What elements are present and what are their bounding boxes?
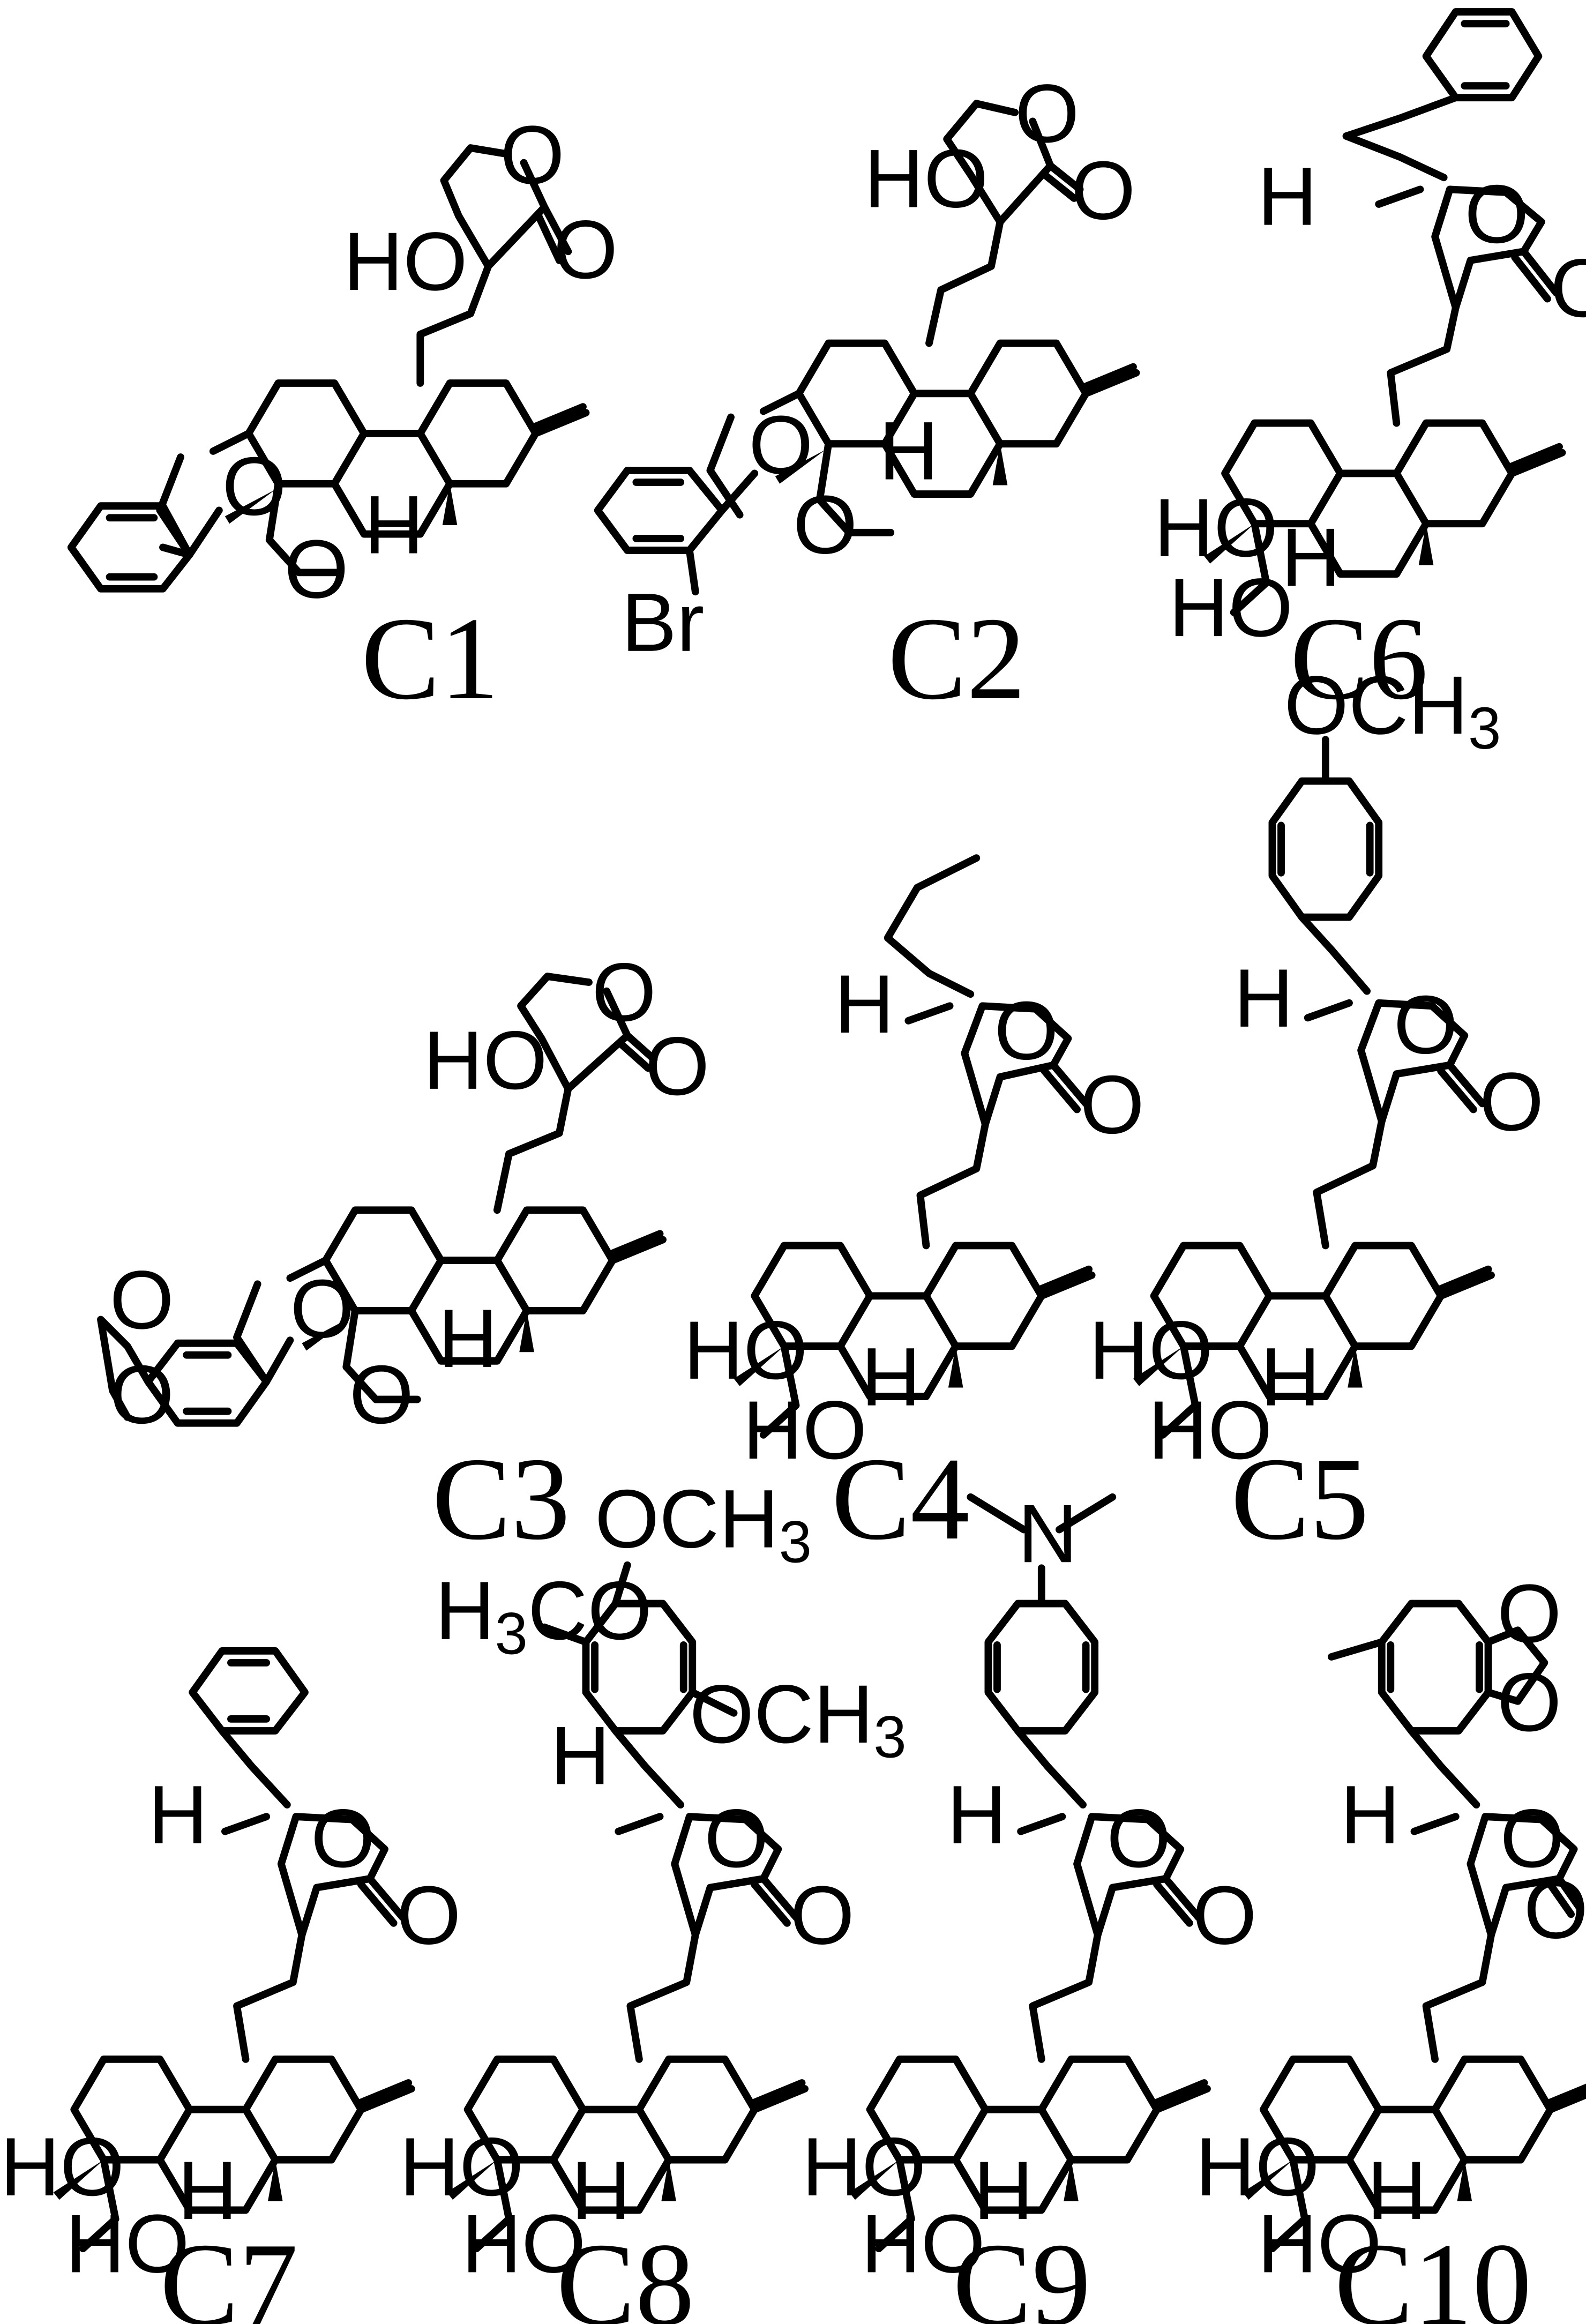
c9-hydroxymethyl: HO <box>861 2197 985 2290</box>
c4-lactone-oxygen: O <box>994 984 1058 1077</box>
compound-c1: HO O O O O H C1 <box>67 108 618 724</box>
c8-hydroxyl: HO <box>400 2120 524 2213</box>
c8-methoxy-left: H3CO <box>435 1564 652 1667</box>
c5-carbonyl-oxygen: O <box>1479 1055 1544 1148</box>
c1-acetal-oxygen-1: O <box>222 440 286 533</box>
c6-lactone-oxygen: O <box>1464 168 1529 260</box>
c8-lactone-oxygen: O <box>704 1792 768 1885</box>
c3-hydroxyl: HO <box>423 1014 548 1107</box>
c8-methoxy-top: OCH3 <box>595 1473 812 1575</box>
c10-dioxole-oxygen-1: O <box>1497 1567 1561 1660</box>
c2-bromine: Br <box>622 576 705 669</box>
c3-stereo-hydrogen: H <box>438 1292 498 1385</box>
c6-hydroxyl: HO <box>1154 481 1278 574</box>
c2-hydroxyl: HO <box>864 132 989 225</box>
c7-hydroxyl: HO <box>0 2120 124 2213</box>
compound-c9: H O O HO HO H N C9 <box>802 1487 1257 2324</box>
c3-caption: C3 <box>432 1433 570 1564</box>
c10-caption: C10 <box>1334 2218 1531 2324</box>
c9-caption: C9 <box>953 2218 1091 2324</box>
c5-vinyl-hydrogen: H <box>1234 952 1294 1044</box>
c2-carbonyl-oxygen: O <box>1071 144 1135 237</box>
c5-methoxy: OCH3 <box>1284 659 1501 761</box>
c9-vinyl-hydrogen: H <box>947 1768 1007 1861</box>
c9-hydroxyl: HO <box>802 2120 926 2213</box>
c2-acetal-oxygen-2: O <box>793 478 857 571</box>
c7-stereo-hydrogen: H <box>178 2144 238 2237</box>
c8-methoxy-right: OCH3 <box>690 1668 907 1770</box>
c9-stereo-hydrogen: H <box>974 2144 1034 2237</box>
c3-lactone-oxygen: O <box>592 946 656 1038</box>
c6-hydroxymethyl: HO <box>1169 561 1293 654</box>
c10-carbonyl-oxygen: O <box>1524 1863 1586 1955</box>
compound-c2: HO O O O O H Br C2 <box>594 67 1136 724</box>
compound-c3: HO O O O O H O O C3 <box>97 946 709 1564</box>
c10-lactone-oxygen: O <box>1500 1792 1565 1885</box>
compound-c4: H O O HO HO H C4 <box>684 854 1144 1564</box>
c7-vinyl-hydrogen: H <box>148 1768 208 1861</box>
c2-caption: C2 <box>888 593 1026 724</box>
c1-caption: C1 <box>361 593 499 724</box>
c9-amine-nitrogen: N <box>1018 1487 1078 1580</box>
c4-vinyl-hydrogen: H <box>834 958 894 1050</box>
c10-dioxole-oxygen-2: O <box>1497 1656 1561 1748</box>
c7-carbonyl-oxygen: O <box>396 1869 461 1962</box>
c7-hydroxymethyl: HO <box>65 2197 190 2290</box>
compound-c5: H O O HO HO H OCH3 C5 <box>1089 659 1544 1564</box>
c3-carbonyl-oxygen: O <box>645 1020 709 1112</box>
c2-stereo-hydrogen: H <box>879 404 939 497</box>
c9-lactone-oxygen: O <box>1106 1792 1171 1885</box>
c8-stereo-hydrogen: H <box>571 2144 631 2237</box>
c1-carbonyl-oxygen: O <box>553 203 618 296</box>
c5-lactone-oxygen: O <box>1394 978 1458 1071</box>
c3-dioxole-oxygen-1: O <box>110 1253 174 1346</box>
c2-lactone-oxygen: O <box>1015 67 1079 160</box>
c6-carbonyl-oxygen: O <box>1550 242 1586 334</box>
c3-acetal-oxygen-1: O <box>290 1262 354 1355</box>
c6-vinyl-hydrogen: H <box>1258 150 1318 243</box>
compound-c10: H O O HO HO H O O C10 <box>1195 1567 1586 2324</box>
c7-lactone-oxygen: O <box>311 1792 375 1885</box>
c5-hydroxymethyl: HO <box>1148 1384 1273 1476</box>
c10-stereo-hydrogen: H <box>1367 2144 1427 2237</box>
c8-hydroxymethyl: HO <box>462 2197 586 2290</box>
c4-stereo-hydrogen: H <box>861 1331 921 1423</box>
c4-caption: C4 <box>832 1433 970 1564</box>
c7-caption: C7 <box>160 2218 298 2324</box>
c10-hydroxymethyl: HO <box>1258 2197 1382 2290</box>
c5-hydroxyl: HO <box>1089 1304 1213 1396</box>
c2-acetal-oxygen-1: O <box>749 398 813 491</box>
c3-dioxole-oxygen-2: O <box>110 1348 174 1441</box>
c10-hydroxyl: HO <box>1195 2120 1320 2213</box>
c1-stereo-hydrogen: H <box>364 478 424 571</box>
c8-vinyl-hydrogen: H <box>550 1709 610 1802</box>
c1-lactone-oxygen: O <box>500 108 564 201</box>
compound-c8: H O O HO HO H OCH3 H3CO OCH3 C8 <box>400 1473 907 2324</box>
compound-c6: H O O HO HO H C6 <box>1154 8 1586 724</box>
c5-stereo-hydrogen: H <box>1260 1331 1320 1423</box>
c4-hydroxyl: HO <box>684 1304 808 1396</box>
c3-acetal-oxygen-2: O <box>349 1348 414 1441</box>
compound-c7: H O O HO HO H C7 <box>0 1647 461 2324</box>
c8-carbonyl-oxygen: O <box>790 1869 854 1962</box>
c1-hydroxyl: HO <box>343 215 468 308</box>
c1-acetal-oxygen-2: O <box>284 522 348 615</box>
c4-hydroxymethyl: HO <box>743 1384 867 1476</box>
c8-caption: C8 <box>556 2218 694 2324</box>
c4-carbonyl-oxygen: O <box>1080 1058 1144 1151</box>
c6-stereo-hydrogen: H <box>1281 511 1341 603</box>
c6-caption: C6 <box>1290 593 1428 724</box>
c5-caption: C5 <box>1231 1433 1369 1564</box>
c9-carbonyl-oxygen: O <box>1192 1869 1256 1962</box>
c10-vinyl-hydrogen: H <box>1340 1768 1400 1861</box>
